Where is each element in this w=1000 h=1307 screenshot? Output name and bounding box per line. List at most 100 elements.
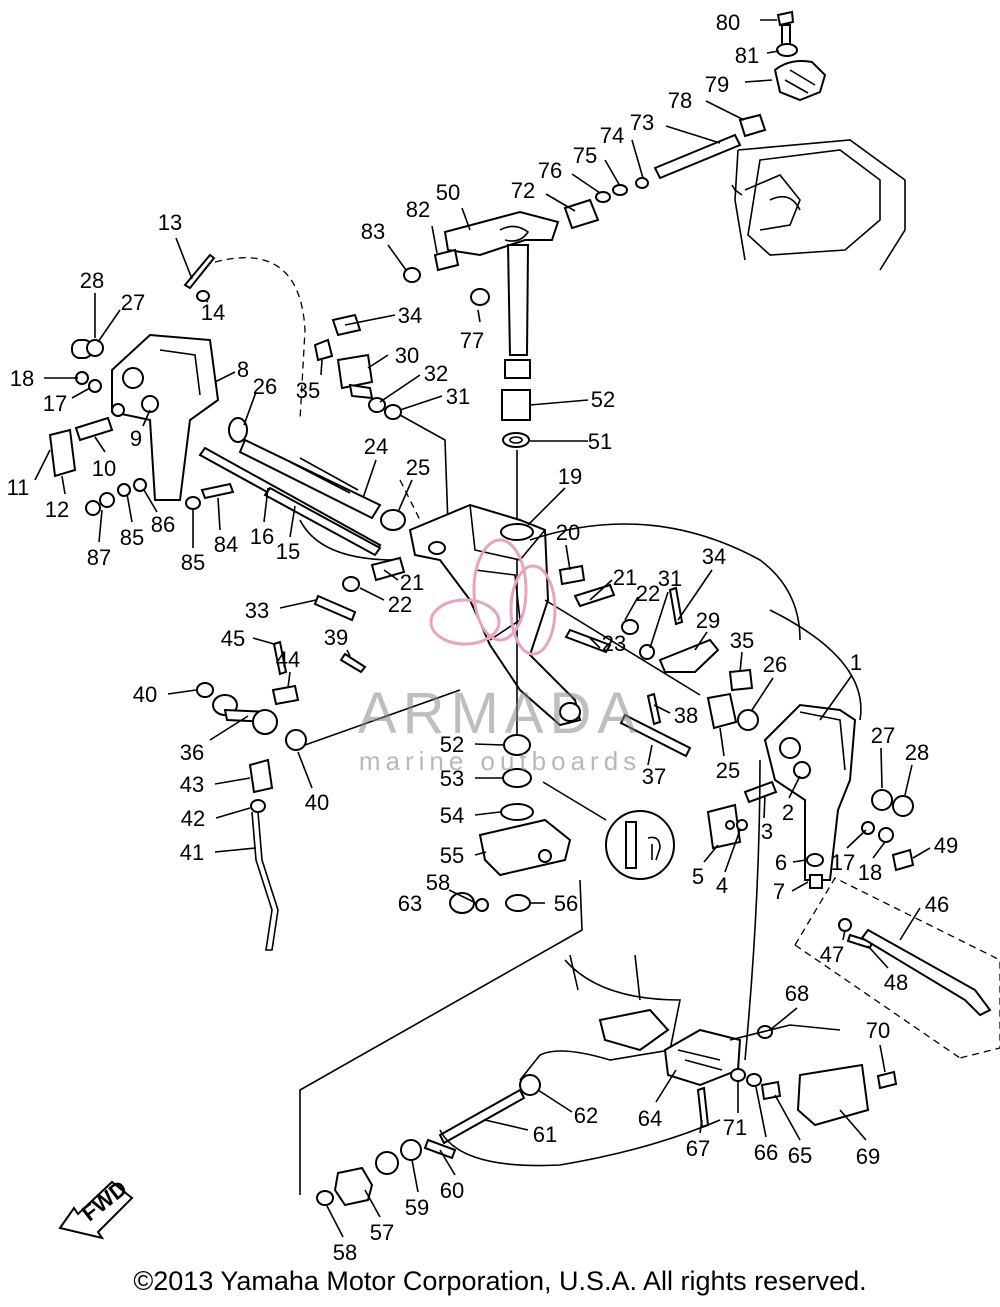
callout-33: 33 — [245, 598, 269, 623]
callout-58a: 58 — [426, 870, 450, 895]
callout-5: 5 — [692, 864, 704, 889]
callout-56: 56 — [554, 891, 578, 916]
callout-21b: 21 — [613, 565, 637, 590]
callout-51: 51 — [588, 429, 612, 454]
callout-38: 38 — [674, 703, 698, 728]
callout-53: 53 — [440, 766, 464, 791]
callout-36: 36 — [180, 740, 204, 765]
callout-14: 14 — [201, 300, 225, 325]
callout-4: 4 — [716, 873, 728, 898]
callout-83: 83 — [361, 219, 385, 244]
callout-25b: 25 — [716, 758, 740, 783]
callout-10: 10 — [92, 456, 116, 481]
callout-70: 70 — [866, 1018, 890, 1043]
callout-58b: 58 — [333, 1240, 357, 1265]
callout-67: 67 — [686, 1136, 710, 1161]
callout-31: 31 — [446, 384, 470, 409]
callout-26b: 26 — [763, 652, 787, 677]
callout-80: 80 — [716, 10, 740, 35]
callout-34b: 34 — [702, 544, 726, 569]
watermark-tagline: marine outboards — [359, 746, 641, 776]
callout-35b: 35 — [730, 628, 754, 653]
callout-71: 71 — [723, 1115, 747, 1140]
callout-79: 79 — [705, 72, 729, 97]
callout-76: 76 — [538, 158, 562, 183]
callout-16: 16 — [250, 524, 274, 549]
left-clamp-bracket — [48, 253, 235, 516]
callout-9: 9 — [130, 426, 142, 451]
callout-85a: 85 — [120, 525, 144, 550]
shift-linkage — [196, 640, 461, 951]
leader-lines — [34, 19, 931, 1238]
callout-18b: 18 — [858, 860, 882, 885]
callout-37: 37 — [642, 764, 666, 789]
callout-40b: 40 — [305, 790, 329, 815]
callout-87: 87 — [87, 545, 111, 570]
callout-59: 59 — [405, 1195, 429, 1220]
callout-52: 52 — [591, 387, 615, 412]
callout-1: 1 — [850, 650, 862, 675]
callout-48: 48 — [884, 970, 908, 995]
callout-17: 17 — [43, 391, 67, 416]
callout-61: 61 — [533, 1122, 557, 1147]
callout-75: 75 — [573, 143, 597, 168]
callout-39: 39 — [324, 625, 348, 650]
callout-84: 84 — [214, 532, 238, 557]
callout-34: 34 — [398, 303, 422, 328]
callout-31b: 31 — [658, 566, 682, 591]
callout-69: 69 — [856, 1144, 880, 1169]
callout-22a: 22 — [388, 592, 412, 617]
callout-8: 8 — [237, 357, 249, 382]
callout-19: 19 — [558, 464, 582, 489]
right-clamp-bracket — [706, 609, 915, 1061]
callout-3: 3 — [761, 819, 773, 844]
callout-28b: 28 — [905, 740, 929, 765]
callout-17b: 17 — [831, 850, 855, 875]
callout-2: 2 — [782, 800, 794, 825]
callout-43: 43 — [180, 772, 204, 797]
callout-32: 32 — [424, 361, 448, 386]
callout-22b: 22 — [636, 581, 660, 606]
callout-13: 13 — [158, 210, 182, 235]
callout-6: 6 — [775, 850, 787, 875]
callout-63: 63 — [398, 891, 422, 916]
callout-82: 82 — [406, 197, 430, 222]
callout-81: 81 — [735, 43, 759, 68]
callout-40a: 40 — [133, 682, 157, 707]
callout-21a: 21 — [400, 570, 424, 595]
callout-47: 47 — [820, 942, 844, 967]
callout-68: 68 — [785, 981, 809, 1006]
watermark: ARMADA marine outboards — [358, 538, 642, 776]
callout-28: 28 — [80, 268, 104, 293]
callout-24: 24 — [364, 434, 388, 459]
callout-7: 7 — [773, 879, 785, 904]
callout-72: 72 — [511, 178, 535, 203]
callout-85b: 85 — [181, 550, 205, 575]
tilt-shafts — [198, 257, 406, 561]
callout-64: 64 — [638, 1106, 662, 1131]
swivel-bracket — [313, 479, 801, 758]
callout-52b: 52 — [440, 732, 464, 757]
callout-26: 26 — [253, 374, 277, 399]
callout-45: 45 — [221, 626, 245, 651]
callout-35: 35 — [296, 378, 320, 403]
callout-27b: 27 — [871, 723, 895, 748]
watermark-brand: ARMADA — [358, 681, 642, 746]
callout-78: 78 — [668, 88, 692, 113]
callout-65: 65 — [788, 1143, 812, 1168]
callout-74: 74 — [600, 123, 624, 148]
callout-55: 55 — [440, 843, 464, 868]
callout-73: 73 — [630, 110, 654, 135]
callout-27: 27 — [121, 290, 145, 315]
callout-18: 18 — [10, 366, 34, 391]
friction-linkage — [313, 313, 449, 526]
callout-54: 54 — [440, 803, 464, 828]
motor-cowling-outline — [731, 139, 906, 271]
callout-25: 25 — [406, 455, 430, 480]
callout-30: 30 — [395, 343, 419, 368]
tiller-bracket — [403, 10, 827, 448]
callout-11: 11 — [7, 475, 30, 500]
callout-42: 42 — [181, 806, 205, 831]
tilt-lever-assembly — [794, 877, 1000, 1059]
watermark-logo-icon — [429, 538, 557, 656]
